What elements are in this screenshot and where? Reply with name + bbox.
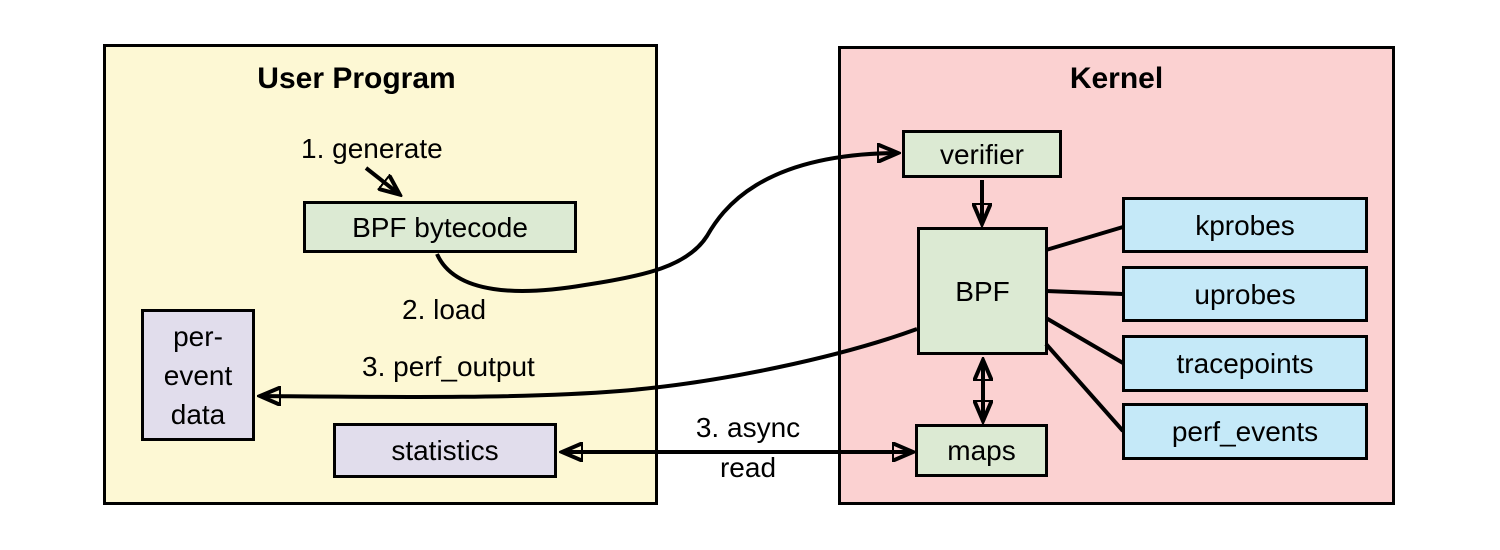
perf-events-node: perf_events: [1122, 403, 1368, 460]
step3-async-read-label: 3. async read: [658, 408, 838, 488]
perf-events-label: perf_events: [1171, 416, 1319, 447]
step3-async-read-line1: 3. async: [695, 412, 801, 443]
kprobes-node: kprobes: [1122, 197, 1368, 253]
bpf-node: BPF: [917, 227, 1048, 355]
step3-async-read-line2: read: [719, 452, 777, 483]
maps-node: maps: [915, 424, 1048, 477]
per-event-data-node: per- event data: [141, 309, 255, 441]
statistics-node: statistics: [333, 423, 557, 478]
bpf-label: BPF: [955, 275, 1010, 307]
statistics-label: statistics: [391, 435, 499, 466]
tracepoints-label: tracepoints: [1176, 348, 1314, 379]
step2-load-label: 2. load: [402, 294, 487, 325]
step3-perf-output-label: 3. perf_output: [362, 351, 535, 382]
uprobes-label: uprobes: [1194, 278, 1296, 310]
per-event-data-line1: per-: [173, 320, 223, 352]
kprobes-label: kprobes: [1195, 209, 1295, 241]
step1-generate-label: 1. generate: [301, 133, 443, 164]
bpf-bytecode-node: BPF bytecode: [303, 201, 577, 253]
per-event-data-line3: data: [170, 398, 226, 430]
tracepoints-node: tracepoints: [1122, 335, 1368, 392]
kernel-title: Kernel: [1069, 62, 1164, 95]
verifier-node: verifier: [902, 130, 1062, 178]
per-event-data-line2: event: [163, 359, 233, 391]
verifier-label: verifier: [939, 138, 1024, 170]
maps-label: maps: [947, 435, 1016, 466]
user-program-title: User Program: [257, 62, 456, 95]
uprobes-node: uprobes: [1122, 266, 1368, 322]
bpf-bytecode-label: BPF bytecode: [352, 211, 528, 243]
